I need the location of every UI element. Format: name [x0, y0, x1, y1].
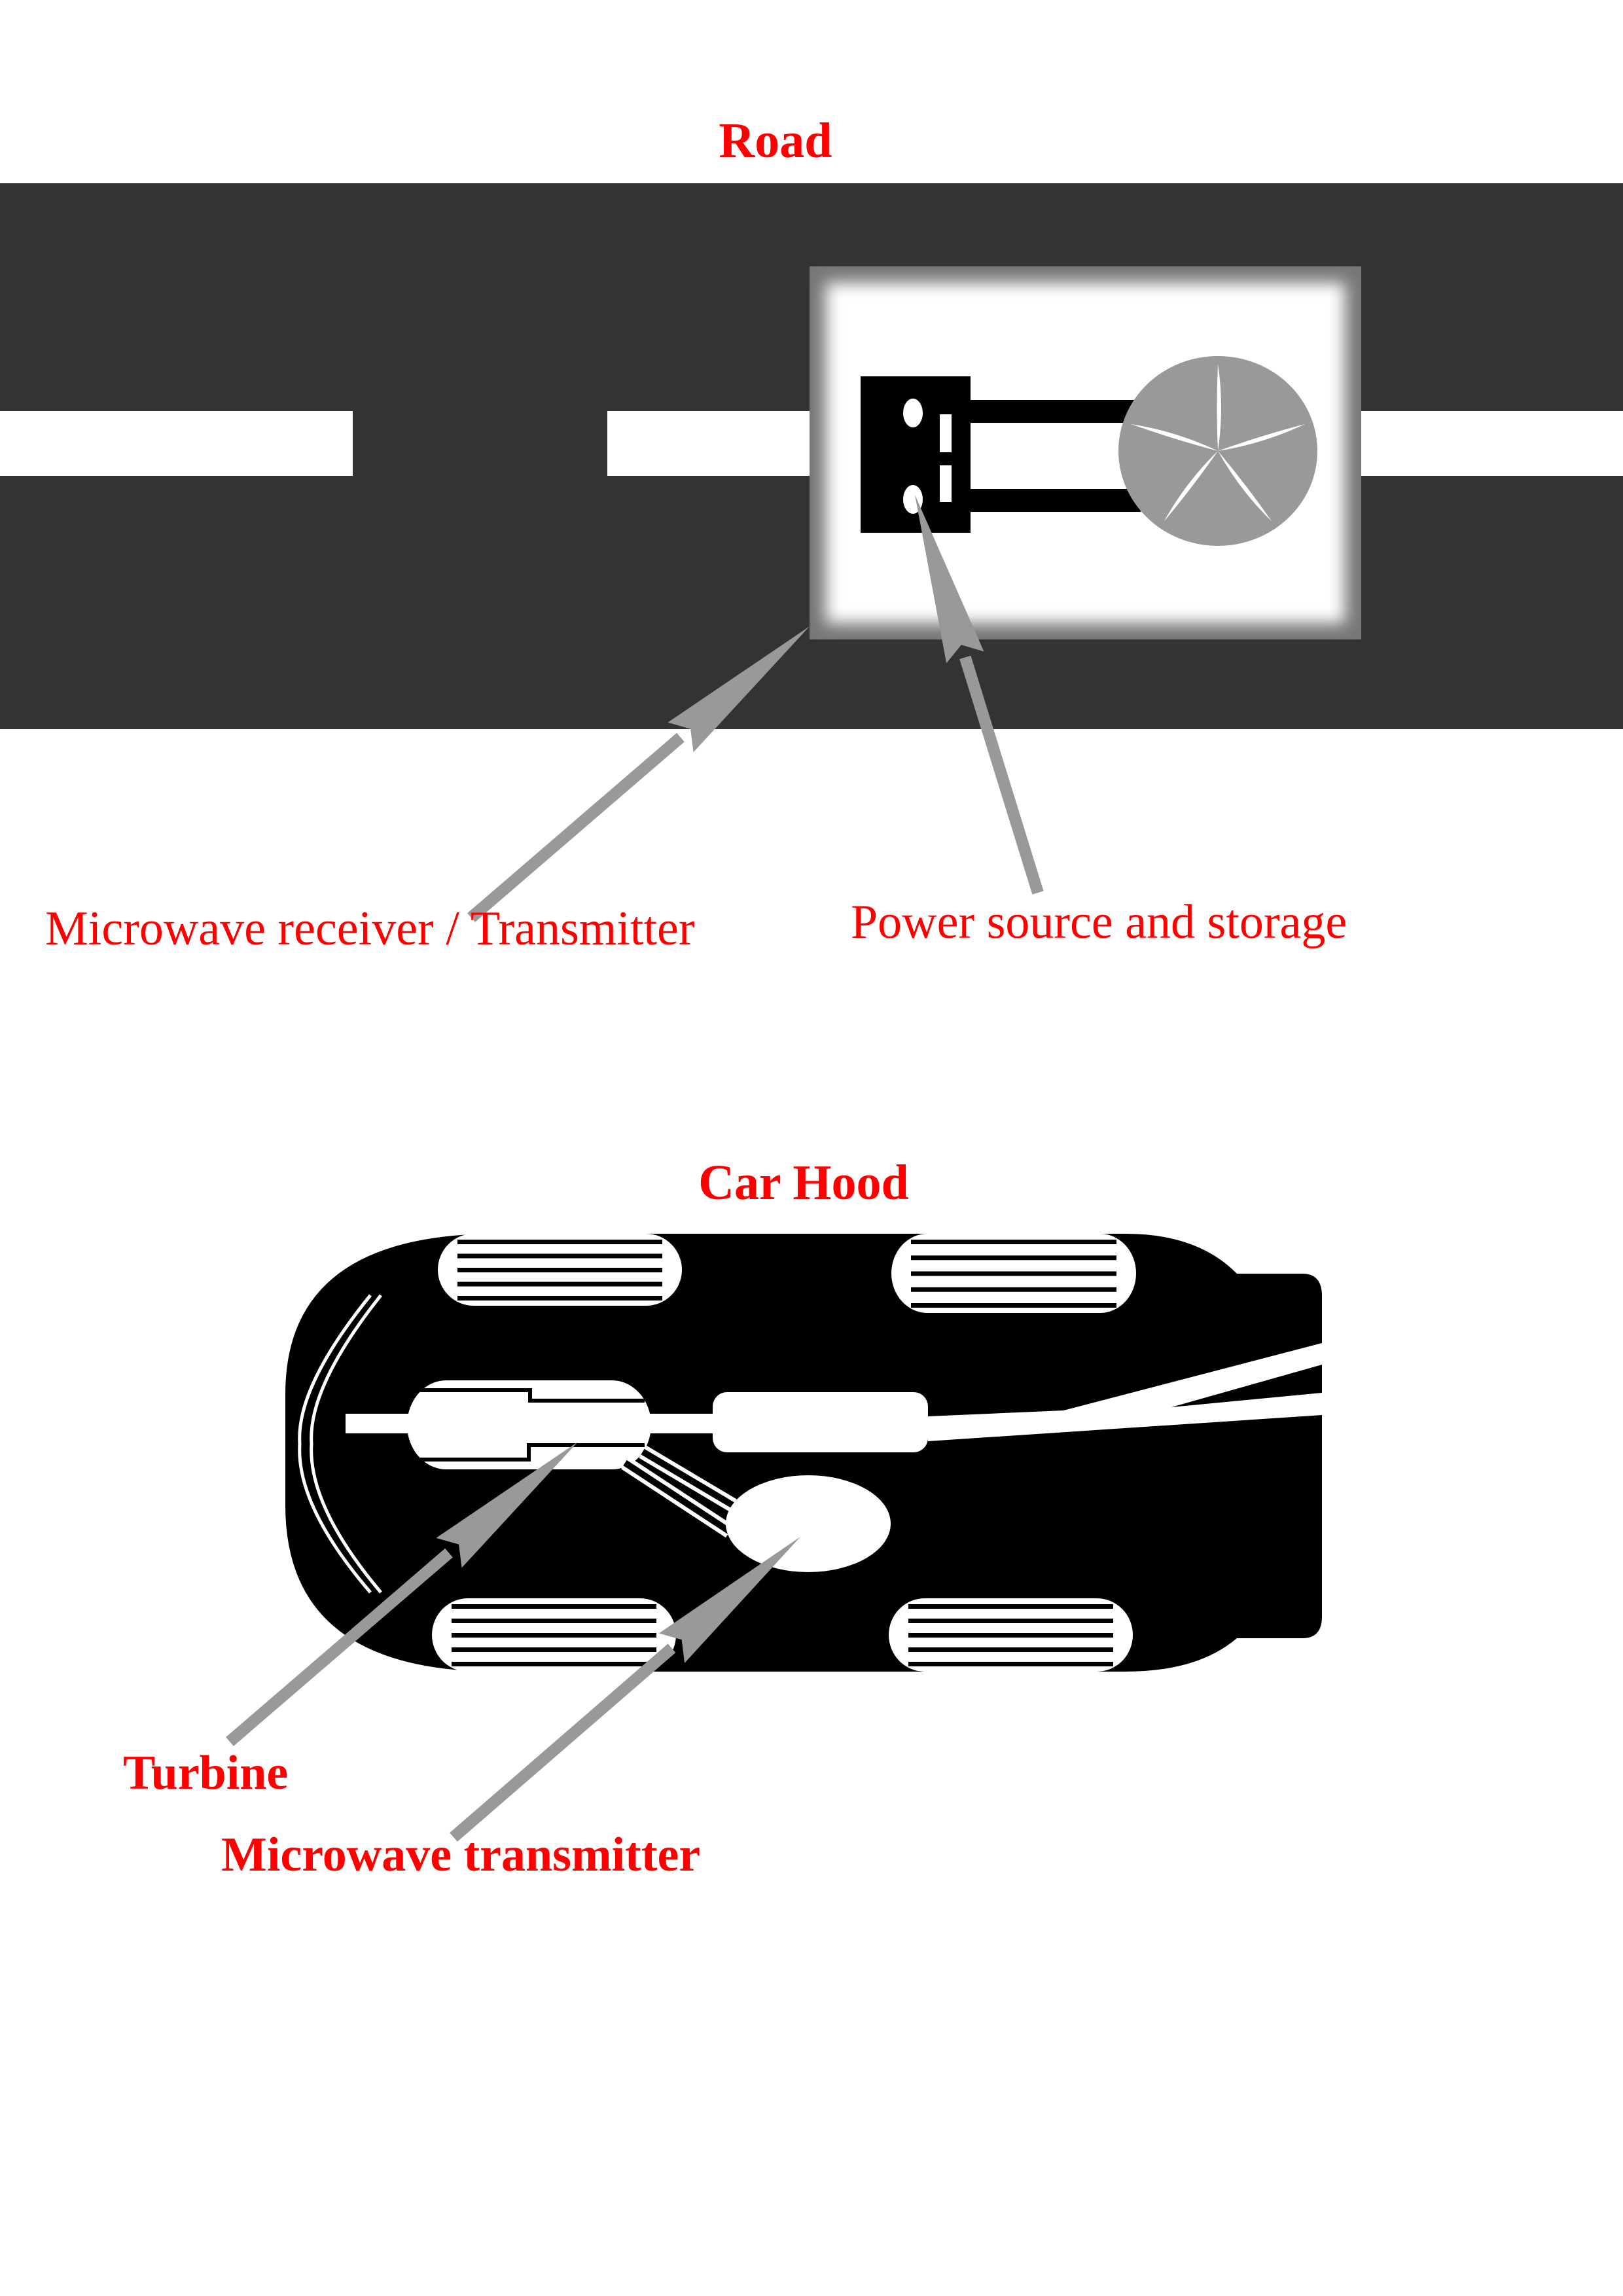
- road-embedded-unit: [810, 266, 1361, 639]
- wheel: [889, 1598, 1133, 1672]
- turbine-disc-icon: [1118, 356, 1317, 546]
- blade: [1130, 423, 1218, 451]
- lane-dash: [607, 411, 812, 476]
- blade: [1217, 364, 1221, 451]
- receiver-slit: [940, 414, 952, 452]
- pointer-arrow-icon: [467, 626, 810, 922]
- car-top-view: [285, 1234, 1322, 1672]
- turbine-line: [411, 1443, 645, 1462]
- connector-bar: [971, 489, 1141, 512]
- blade: [1218, 423, 1306, 451]
- microwave-transmitter-unit: [726, 1475, 891, 1572]
- label-microwave-transmitter: Microwave transmitter: [221, 1828, 700, 1882]
- label-power-source: Power source and storage: [851, 895, 1347, 949]
- power-cable: [928, 1343, 1322, 1441]
- pointer-arrow-icon: [915, 495, 1044, 895]
- lane-dash: [0, 411, 353, 476]
- windshield-arc: [310, 1294, 382, 1594]
- wheel: [438, 1234, 682, 1306]
- connector-bar: [971, 400, 1141, 423]
- blade: [1218, 451, 1272, 522]
- label-turbine: Turbine: [123, 1746, 288, 1800]
- generator-unit: [713, 1392, 928, 1452]
- wheel: [891, 1234, 1136, 1313]
- label-microwave-receiver: Microwave receiver / Transmitter: [45, 902, 695, 956]
- blade: [1164, 451, 1218, 522]
- pointer-arrow-icon: [226, 1442, 578, 1746]
- turbine-line: [411, 1388, 645, 1403]
- windshield-arc: [298, 1294, 372, 1594]
- lane-dash: [1361, 411, 1623, 476]
- receiver-hole: [903, 399, 923, 427]
- car-body: [285, 1234, 1322, 1672]
- road-title: Road: [719, 113, 832, 168]
- car-hood-title: Car Hood: [698, 1155, 909, 1210]
- receiver-slit: [940, 465, 952, 502]
- pointer-arrow-icon: [450, 1537, 800, 1842]
- wheel: [432, 1598, 676, 1672]
